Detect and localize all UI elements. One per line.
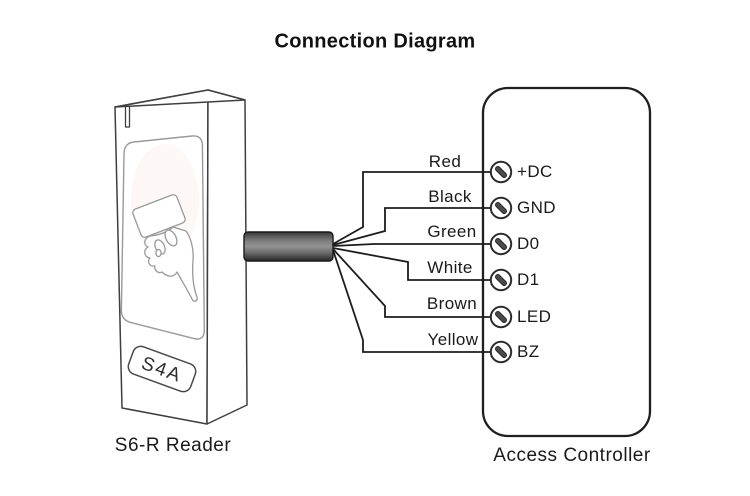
terminal-label-d1: D1 [517, 270, 540, 289]
hand-swiping-card-icon [132, 194, 198, 302]
screw-terminal-icon [489, 340, 513, 364]
controller-body [481, 86, 652, 438]
terminal-screws [489, 160, 513, 364]
terminal-label-gnd: GND [517, 198, 556, 217]
wire-label-white: White [427, 258, 473, 277]
wire-label-black: Black [428, 187, 472, 206]
terminal-label-bz: BZ [517, 342, 540, 361]
screw-terminal-icon [489, 160, 513, 184]
reader-side-face [206, 89, 248, 425]
terminal-label-led: LED [517, 307, 552, 326]
reader-top-face [114, 89, 246, 108]
wire-label-red: Red [428, 152, 462, 171]
controller-caption: Access Controller [493, 445, 651, 466]
terminal-label-dc: +DC [517, 162, 553, 181]
diagram-title: Connection Diagram [274, 30, 476, 53]
wire-label-yellow: Yellow [427, 330, 479, 349]
reader-caption: S6-R Reader [114, 435, 232, 456]
screw-terminal-icon [489, 196, 513, 220]
wire-yellow [332, 249, 491, 353]
wire-white [332, 247, 491, 281]
screw-terminal-icon [489, 268, 513, 292]
thumb-nail-graphic [155, 248, 162, 258]
wire-black [332, 207, 491, 246]
curled-finger-graphic [164, 229, 178, 247]
card-graphic [132, 194, 186, 238]
reader-led-slot [124, 105, 131, 128]
wire-brown [332, 248, 491, 318]
wire-label-brown: Brown [426, 294, 478, 313]
wire-label-green: Green [427, 222, 477, 241]
terminal-label-d0: D0 [517, 234, 540, 253]
wire-red [332, 171, 491, 245]
screw-terminal-icon [489, 232, 513, 256]
cable [243, 231, 334, 262]
wire-green [332, 243, 491, 247]
screw-terminal-icon [489, 305, 513, 329]
reader-panel [120, 135, 206, 340]
wire-bundle [332, 171, 491, 353]
